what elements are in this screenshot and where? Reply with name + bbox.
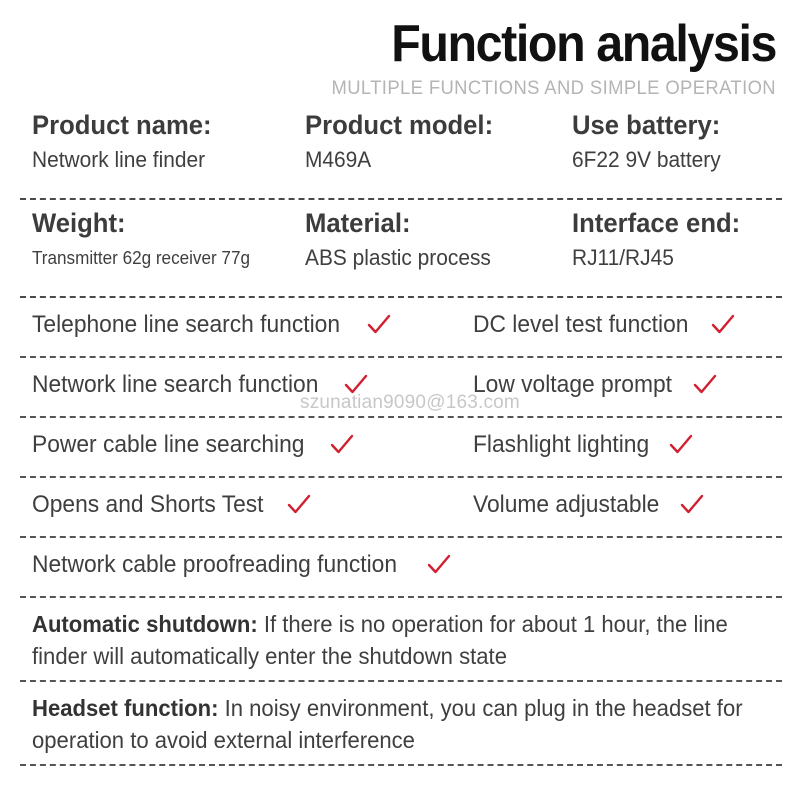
feature-item: Flashlight lighting (473, 429, 694, 461)
spec-row-1: Product name: Network line finder Produc… (0, 102, 800, 198)
page-subtitle: MULTIPLE FUNCTIONS AND SIMPLE OPERATION (331, 78, 776, 99)
check-icon (286, 492, 312, 518)
check-icon (329, 432, 355, 458)
feature-item: Low voltage prompt (473, 369, 718, 401)
check-icon (710, 312, 736, 338)
check-icon (692, 372, 718, 398)
spec-row-2: Weight: Transmitter 62g receiver 77g Mat… (0, 200, 800, 296)
spec-cell-weight: Weight: Transmitter 62g receiver 77g (32, 206, 261, 273)
spec-label: Use battery: (572, 110, 721, 140)
check-icon (426, 552, 452, 578)
check-icon (366, 312, 392, 338)
feature-label: Network cable proofreading function (32, 551, 398, 578)
feature-label: Flashlight lighting (473, 431, 650, 458)
spec-value: Transmitter 62g receiver 77g (32, 248, 250, 268)
feature-item: Volume adjustable (473, 489, 705, 521)
feature-item: Power cable line searching (32, 429, 355, 461)
spec-cell-product-model: Product model: M469A (305, 108, 503, 175)
spec-cell-product-name: Product name: Network line finder (32, 108, 221, 175)
feature-row-4: Opens and Shorts Test Volume adjustable (0, 478, 800, 536)
spec-label: Weight: (32, 208, 126, 238)
feature-label: DC level test function (473, 311, 689, 338)
feature-row-1: Telephone line search function DC level … (0, 298, 800, 356)
feature-label: Low voltage prompt (473, 371, 672, 398)
feature-row-3: Power cable line searching Flashlight li… (0, 418, 800, 476)
spec-value: RJ11/RJ45 (572, 245, 674, 270)
spec-label: Material: (305, 208, 411, 238)
divider (20, 198, 782, 200)
feature-item: Network cable proofreading function (32, 549, 452, 581)
spec-value: M469A (305, 147, 372, 172)
feature-label: Opens and Shorts Test (32, 491, 264, 518)
feature-item: Opens and Shorts Test (32, 489, 312, 521)
paragraph-text: If there is no operation for about 1 hou… (32, 611, 728, 669)
paragraph-text: In noisy environment, you can plug in th… (32, 695, 743, 753)
spec-value: Network line finder (32, 147, 206, 172)
feature-label: Power cable line searching (32, 431, 305, 458)
check-icon (668, 432, 694, 458)
divider (20, 416, 782, 418)
spec-label: Product model: (305, 110, 494, 140)
paragraph-label: Automatic shutdown: (32, 611, 258, 637)
paragraph: Automatic shutdown: If there is no opera… (32, 608, 771, 672)
spec-label: Interface end: (572, 208, 741, 238)
paragraph-row-automatic-shutdown: Automatic shutdown: If there is no opera… (0, 598, 800, 680)
feature-item: DC level test function (473, 309, 736, 341)
divider (20, 296, 782, 298)
divider (20, 680, 782, 682)
spec-cell-interface-end: Interface end: RJ11/RJ45 (572, 206, 749, 273)
check-icon (343, 372, 369, 398)
divider (20, 356, 782, 358)
feature-label: Volume adjustable (473, 491, 660, 518)
feature-row-5: Network cable proofreading function (0, 538, 800, 596)
divider (20, 596, 782, 598)
page-title: Function analysis (391, 15, 777, 73)
divider (20, 536, 782, 538)
spec-label: Product name: (32, 110, 212, 140)
divider (20, 764, 782, 766)
feature-row-2: Network line search function Low voltage… (0, 358, 800, 416)
paragraph: Headset function: In noisy environment, … (32, 692, 771, 756)
paragraph-label: Headset function: (32, 695, 219, 721)
feature-item: Telephone line search function (32, 309, 392, 341)
feature-label: Telephone line search function (32, 311, 341, 338)
paragraph-row-headset-function: Headset function: In noisy environment, … (0, 682, 800, 764)
feature-label: Network line search function (32, 371, 319, 398)
spec-value: 6F22 9V battery (572, 147, 721, 172)
page-header: Function analysis MULTIPLE FUNCTIONS AND… (0, 0, 800, 102)
spec-value: ABS plastic process (305, 245, 491, 270)
spec-cell-material: Material: ABS plastic process (305, 206, 501, 273)
spec-cell-use-battery: Use battery: 6F22 9V battery (572, 108, 729, 175)
divider (20, 476, 782, 478)
check-icon (679, 492, 705, 518)
feature-item: Network line search function (32, 369, 369, 401)
